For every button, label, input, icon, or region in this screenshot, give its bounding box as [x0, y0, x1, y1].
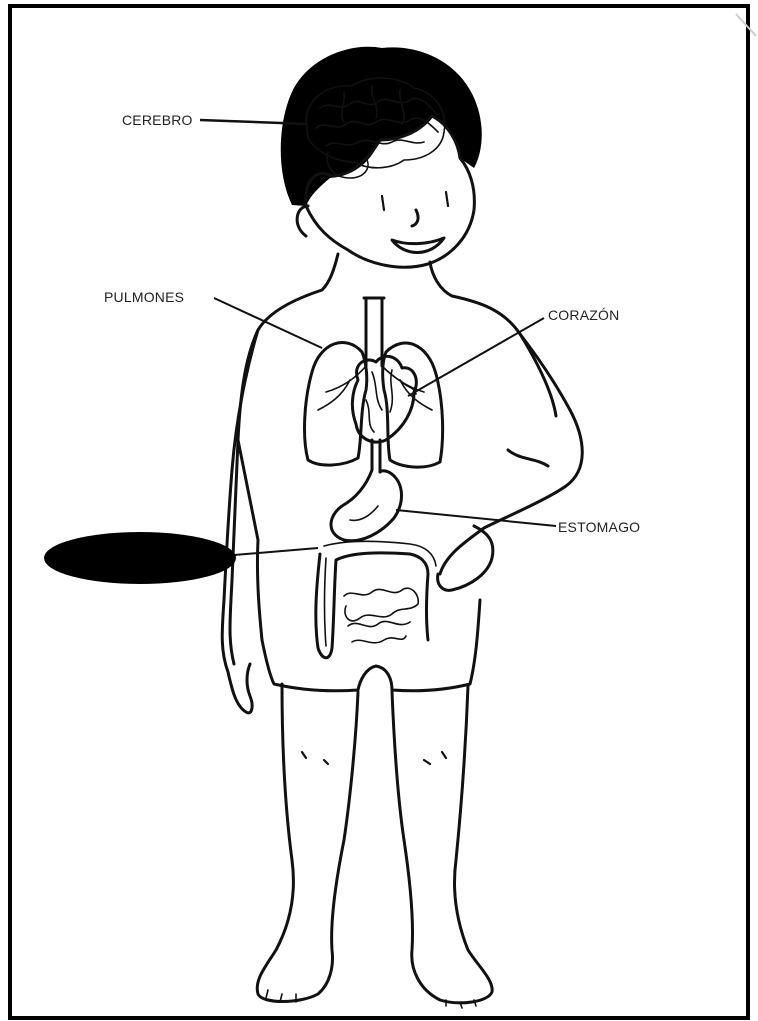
page-frame — [10, 6, 748, 1018]
label-text-pulmones: PULMONES — [104, 289, 184, 305]
label-text-estomago: ESTOMAGO — [558, 519, 640, 535]
label-text-corazon: CORAZÓN — [548, 307, 619, 323]
label-text-cerebro: CEREBRO — [122, 112, 193, 128]
redaction-blob — [44, 532, 236, 584]
